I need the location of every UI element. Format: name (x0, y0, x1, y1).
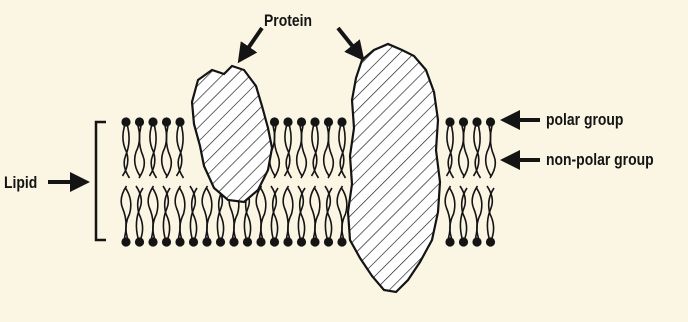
lipid-head-icon (175, 237, 184, 246)
lipid-head-icon (216, 237, 225, 246)
integral-protein-blob (348, 44, 440, 292)
lipid-tail-icon (450, 188, 455, 238)
lipid-tail-icon (301, 126, 306, 178)
lipid-head-icon (283, 237, 292, 246)
lipid-tail-icon (477, 188, 482, 238)
lipid-head-icon (243, 237, 252, 246)
lipid-tail-icon (180, 188, 185, 238)
lipid-tail-icon (139, 126, 144, 178)
lipid-head-icon (189, 237, 198, 246)
lipid-tail-icon (286, 126, 291, 178)
protein-arrow-left-icon (240, 28, 262, 60)
lipid-head-icon (121, 117, 130, 126)
lipid-tail-icon (261, 188, 266, 238)
lipid-head-icon (297, 237, 306, 246)
lipid-tail-icon (166, 126, 171, 178)
lipid-head-icon (337, 237, 346, 246)
lipid-label: Lipid (4, 174, 37, 191)
lipid-head-icon (337, 117, 346, 126)
lipid-tail-icon (328, 126, 333, 178)
lipid-head-icon (148, 117, 157, 126)
lipid-bracket-icon (96, 122, 106, 240)
lipid-tail-icon (475, 126, 480, 178)
lipid-tail-icon (207, 188, 212, 238)
lipid-tail-icon (126, 188, 131, 238)
lipid-head-icon (135, 117, 144, 126)
lipid-tail-icon (342, 188, 347, 238)
peripheral-protein-blob (192, 66, 272, 202)
lipid-head-icon (148, 237, 157, 246)
lipid-head-icon (283, 117, 292, 126)
lipid-head-icon (202, 237, 211, 246)
lipid-head-icon (459, 237, 468, 246)
lipid-tail-icon (274, 126, 279, 178)
lipid-tail-icon (313, 126, 318, 178)
lipid-tail-icon (151, 126, 156, 178)
lower-leaflet-polar-heads (121, 237, 495, 246)
lipid-head-icon (486, 237, 495, 246)
polar-group-label: polar group (546, 111, 623, 128)
lipid-head-icon (175, 117, 184, 126)
lipid-head-icon (472, 117, 481, 126)
protein-label: Protein (264, 12, 312, 29)
lipid-tail-icon (448, 126, 453, 178)
upper-leaflet-polar-heads (121, 117, 495, 126)
lipid-tail-icon (153, 188, 158, 238)
lipid-head-icon (324, 237, 333, 246)
lipid-head-icon (310, 117, 319, 126)
lipid-tail-icon (315, 188, 320, 238)
lipid-head-icon (324, 117, 333, 126)
lipid-head-icon (121, 237, 130, 246)
lipid-head-icon (297, 117, 306, 126)
protein-arrow-right-icon (338, 28, 362, 58)
lipid-head-icon (472, 237, 481, 246)
lipid-head-icon (135, 237, 144, 246)
lipid-head-icon (310, 237, 319, 246)
lipid-tail-icon (288, 188, 293, 238)
lipid-head-icon (445, 237, 454, 246)
lipid-head-icon (162, 237, 171, 246)
lipid-head-icon (162, 117, 171, 126)
lipid-head-icon (270, 237, 279, 246)
non-polar-group-label: non-polar group (546, 151, 654, 168)
lipid-head-icon (270, 117, 279, 126)
lipid-tail-icon (178, 126, 183, 178)
lipid-tail-icon (340, 126, 345, 178)
lipid-head-icon (445, 117, 454, 126)
lipid-head-icon (256, 237, 265, 246)
lipid-tail-icon (490, 126, 495, 178)
lipid-head-icon (229, 237, 238, 246)
lipid-tail-icon (463, 126, 468, 178)
lipid-tail-icon (124, 126, 129, 178)
lipid-head-icon (486, 117, 495, 126)
lipid-head-icon (459, 117, 468, 126)
